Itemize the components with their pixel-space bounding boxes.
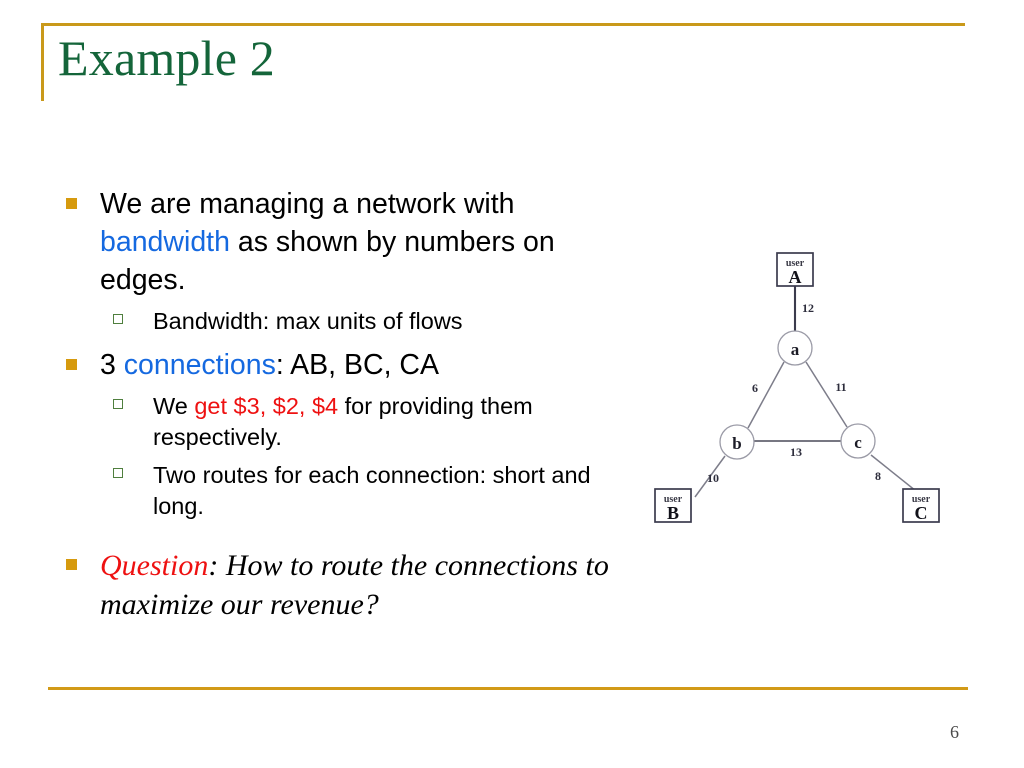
bullet-bandwidth-definition: Bandwidth: max units of flows <box>60 306 620 337</box>
bullet-hollow-square-icon <box>113 314 123 324</box>
page-number: 6 <box>950 722 959 742</box>
user-label-C-small: user <box>912 494 931 505</box>
bullet-revenue-per-connection: We get $3, $2, $4 for providing them res… <box>60 391 620 453</box>
bullet-run-text: : How to route the connections to maximi… <box>100 549 609 621</box>
router-label-a: a <box>791 340 800 359</box>
bullet-two-routes: Two routes for each connection: short an… <box>60 460 620 522</box>
bullet-question: Question: How to route the connections t… <box>60 546 620 624</box>
router-label-b: b <box>732 434 741 453</box>
bullet-run-highlight-connections: connections <box>123 349 276 381</box>
bullet-run-text: : AB, BC, CA <box>275 349 440 381</box>
top-gold-rule <box>41 23 965 26</box>
bullet-run-text: 3 <box>100 349 124 381</box>
router-node-c <box>840 423 876 459</box>
user-box-A <box>776 252 814 287</box>
left-gold-rule <box>41 23 44 101</box>
bullet-run-text: Bandwidth: max units of flows <box>153 308 463 334</box>
page-title: Example 2 <box>58 30 276 86</box>
user-label-C-big: C <box>915 503 928 523</box>
bullet-run-text: We are managing a network with <box>100 188 515 220</box>
user-box-B <box>654 488 692 523</box>
edge-label-b-c: 13 <box>790 445 802 459</box>
user-box-C <box>902 488 940 523</box>
user-label-B-big: B <box>667 503 679 523</box>
edge-a-b <box>747 361 785 429</box>
router-label-c: c <box>854 433 862 452</box>
edge-label-a-b: 6 <box>752 381 758 395</box>
bullet-hollow-square-icon <box>113 399 123 409</box>
bullet-square-icon <box>66 359 77 370</box>
edge-label-a-c: 11 <box>835 380 846 394</box>
bullet-run-text: as shown by numbers on edges. <box>100 226 555 296</box>
bullet-run-highlight-question: Question <box>100 549 209 582</box>
bullet-list: We are managing a network with bandwidth… <box>60 185 620 624</box>
router-node-a <box>777 330 813 366</box>
bullet-square-icon <box>66 559 77 570</box>
bullet-run-highlight-bandwidth: bandwidth <box>100 226 230 258</box>
edge-label-b-userB: 10 <box>707 471 719 485</box>
bullet-three-connections: 3 connections: AB, BC, CA <box>60 346 620 384</box>
bullet-run-text: for providing them respectively. <box>153 393 533 450</box>
edge-label-userA-a: 12 <box>802 301 814 315</box>
user-label-A-small: user <box>786 258 805 269</box>
bullet-run-highlight-revenue: get $3, $2, $4 <box>194 393 339 419</box>
bullet-hollow-square-icon <box>113 468 123 478</box>
bullet-run-text: Two routes for each connection: short an… <box>153 462 591 519</box>
edge-a-c <box>805 361 848 428</box>
bullet-run-text: We <box>153 393 195 419</box>
edge-label-c-userC: 8 <box>875 469 881 483</box>
router-node-b <box>719 424 755 460</box>
bullet-managing-network: We are managing a network with bandwidth… <box>60 185 620 299</box>
bottom-gold-rule <box>48 687 968 690</box>
edge-b-userB <box>694 455 726 498</box>
network-diagram: a b c user A user B user C 12 6 11 13 10… <box>645 245 955 535</box>
bullet-square-icon <box>66 198 77 209</box>
user-label-B-small: user <box>664 494 683 505</box>
user-label-A-big: A <box>789 267 802 287</box>
